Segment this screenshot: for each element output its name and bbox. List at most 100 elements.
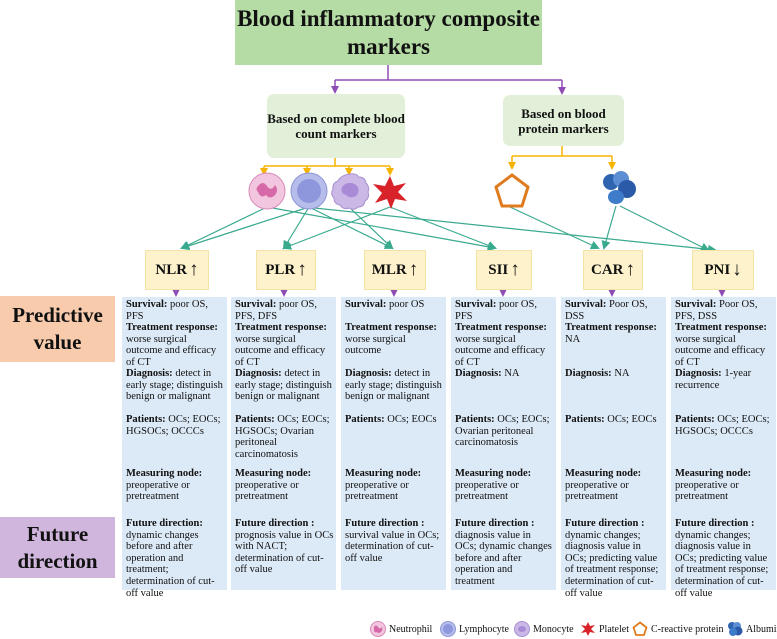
- field-label: Patients:: [455, 414, 495, 425]
- monocyte-icon: [514, 621, 530, 637]
- field-value: worse surgical outcome and efficacy of C…: [455, 333, 546, 368]
- field-value: worse surgical outcome: [345, 333, 406, 357]
- branch-protein-label: Based on blood protein markers: [518, 105, 609, 136]
- column-pni: Survival: Poor OS, PFS, DSS Treatment re…: [671, 297, 776, 599]
- field-value: worse surgical outcome and efficacy of C…: [235, 333, 326, 368]
- field-value: OCs; EOCs; HGSOCs; OCCCs: [126, 414, 221, 437]
- marker-arrow: ↑: [510, 259, 520, 280]
- field-label: Treatment response:: [126, 322, 218, 333]
- field-label: Survival:: [675, 299, 717, 310]
- marker-sii: SII↑: [476, 250, 532, 290]
- field-value: OCs; EOCs; HGSOCs; OCCCs: [675, 414, 770, 437]
- field-value: detect in early stage; distinguish benig…: [345, 368, 442, 403]
- field-label: Diagnosis:: [345, 368, 392, 379]
- treatment-block: Treatment response: worse surgical outco…: [455, 322, 554, 368]
- column-nlr: Survival: poor OS, PFS Treatment respons…: [122, 297, 227, 599]
- legend-label: Albumin: [746, 623, 777, 635]
- field-value: preoperative or pretreatment: [345, 479, 409, 503]
- field-label: Measuring node:: [235, 468, 312, 479]
- albumin-icon: [728, 622, 743, 636]
- future-block: Future direction : diagnosis value in OC…: [455, 518, 554, 588]
- survival-block: Survival: poor OS: [345, 299, 444, 311]
- field-value: dynamic changes before and after operati…: [126, 529, 215, 599]
- field-value: OCs; EOCs; Ovarian peritoneal carcinomat…: [455, 414, 550, 449]
- branch-blood-protein: Based on blood protein markers: [503, 95, 624, 146]
- field-label: Measuring node:: [675, 468, 752, 479]
- field-value: poor OS, PFS: [126, 299, 208, 322]
- field-label: Treatment response:: [675, 322, 767, 333]
- field-value: NA: [565, 333, 581, 345]
- field-label: Patients:: [126, 414, 166, 425]
- future-block: Future direction : prognosis value in OC…: [235, 518, 334, 576]
- field-value: preoperative or pretreatment: [455, 479, 519, 503]
- field-label: Survival:: [455, 299, 497, 310]
- field-label: Treatment response:: [235, 322, 327, 333]
- field-label: Diagnosis:: [126, 368, 173, 379]
- cell-branch-arrows: [260, 146, 616, 176]
- predictive-value-label: Predictive value: [0, 296, 115, 362]
- measuring-block: Measuring node: preoperative or pretreat…: [455, 468, 554, 503]
- field-label: Diagnosis:: [455, 368, 502, 379]
- marker-name: SII: [488, 261, 509, 278]
- marker-arrow: ↑: [297, 259, 307, 280]
- marker-arrow: ↑: [189, 259, 199, 280]
- diagnosis-block: Diagnosis: detect in early stage; distin…: [235, 368, 334, 403]
- survival-block: Survival: poor OS, PFS, DFS: [235, 299, 334, 322]
- field-label: Future direction :: [565, 518, 645, 529]
- platelet-icon: [581, 622, 595, 636]
- treatment-block: Treatment response: worse surgical outco…: [126, 322, 225, 368]
- field-label: Future direction :: [675, 518, 755, 529]
- patients-block: Patients: OCs; EOCs; HGSOCs; Ovarian per…: [235, 414, 334, 460]
- survival-block: Survival: poor OS, PFS: [126, 299, 225, 322]
- marker-car: CAR↑: [583, 250, 643, 290]
- field-value: preoperative or pretreatment: [126, 479, 190, 503]
- diagnosis-block: Diagnosis: NA: [455, 368, 554, 380]
- legend-item-neutrophil: Neutrophil: [370, 619, 432, 639]
- measuring-block: Measuring node: preoperative or pretreat…: [235, 468, 334, 503]
- measuring-block: Measuring node: preoperative or pretreat…: [565, 468, 664, 503]
- diagram-title: Blood inflammatory composite markers: [237, 5, 540, 59]
- column-mlr: Survival: poor OS Treatment response: wo…: [341, 297, 446, 590]
- marker-mlr: MLR↑: [364, 250, 426, 290]
- marker-arrow: ↑: [625, 259, 636, 280]
- field-value: worse surgical outcome and efficacy of C…: [126, 333, 217, 368]
- cell-marker-links: [180, 205, 717, 254]
- field-value: detect in early stage; distinguish benig…: [126, 368, 223, 403]
- field-label: Future direction :: [455, 518, 535, 529]
- survival-block: Survival: Poor OS, DSS: [565, 299, 664, 322]
- field-label: Future direction :: [235, 518, 315, 529]
- marker-nlr: NLR↑: [145, 250, 209, 290]
- future-block: Future direction : dynamic changes; diag…: [675, 518, 774, 599]
- field-value: NA: [614, 368, 630, 379]
- field-label: Treatment response:: [345, 322, 437, 333]
- field-label: Measuring node:: [455, 468, 532, 479]
- lymphocyte-icon: [290, 172, 328, 210]
- monocyte-icon: [331, 173, 370, 210]
- field-value: prognosis value in OCs with NACT; determ…: [235, 529, 334, 576]
- measuring-block: Measuring node: preoperative or pretreat…: [345, 468, 444, 503]
- field-value: 1-year recurrence: [675, 368, 752, 391]
- future-direction-text: Future direction: [17, 521, 98, 573]
- patients-block: Patients: OCs; EOCs: [565, 414, 664, 426]
- marker-arrow: ↑: [408, 259, 419, 280]
- legend-item-platelet: Platelet: [580, 619, 629, 639]
- marker-plr: PLR↑: [256, 250, 316, 290]
- legend-label: Platelet: [599, 623, 629, 635]
- future-block: Future direction : dynamic changes; diag…: [565, 518, 664, 599]
- field-label: Diagnosis:: [565, 368, 612, 379]
- title-box: Blood inflammatory composite markers: [235, 0, 542, 65]
- field-label: Diagnosis:: [235, 368, 282, 379]
- field-value: dynamic changes; diagnosis value in OCs;…: [675, 529, 769, 599]
- patients-block: Patients: OCs; EOCs; Ovarian peritoneal …: [455, 414, 554, 449]
- title-branch-arrows: [331, 65, 566, 95]
- diagnosis-block: Diagnosis: detect in early stage; distin…: [126, 368, 225, 403]
- field-label: Treatment response:: [565, 322, 657, 333]
- albumin-icon: [603, 171, 636, 204]
- legend-label: Neutrophil: [389, 623, 433, 635]
- field-label: Treatment response:: [455, 322, 547, 333]
- field-value: OCs; EOCs: [387, 414, 437, 425]
- branch-cbc-label: Based on complete blood count markers: [267, 111, 405, 141]
- field-label: Patients:: [565, 414, 605, 425]
- predictive-value-text: Predictive value: [12, 303, 103, 354]
